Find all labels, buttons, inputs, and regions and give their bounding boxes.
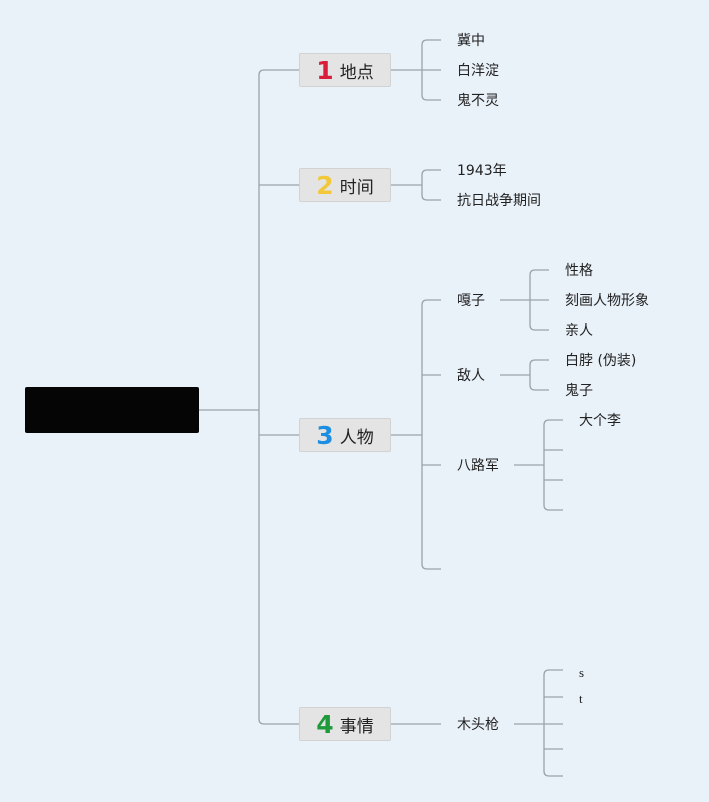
node-balujun[interactable]: 八路军: [457, 458, 499, 474]
branch-2[interactable]: 2 时间: [299, 168, 391, 202]
leaf-guizi[interactable]: 鬼子: [565, 383, 593, 399]
number-4-icon: 4: [316, 709, 334, 739]
branch-1[interactable]: 1 地点: [299, 53, 391, 87]
leaf-guibuling[interactable]: 鬼不灵: [457, 93, 499, 109]
central-topic-redacted: [25, 387, 199, 433]
number-3-icon: 3: [316, 420, 334, 450]
branch-4[interactable]: 4 事情: [299, 707, 391, 741]
number-2-icon: 2: [316, 170, 334, 200]
node-mutouqiang[interactable]: 木头枪: [457, 717, 499, 733]
branch-2-label: 时间: [339, 177, 374, 198]
leaf-t[interactable]: t: [579, 691, 583, 706]
leaf-dageli[interactable]: 大个李: [579, 413, 621, 429]
branch-3[interactable]: 3 人物: [299, 418, 391, 452]
leaf-1943[interactable]: 1943年: [457, 163, 507, 179]
node-diren[interactable]: 敌人: [457, 368, 485, 384]
leaf-qinren[interactable]: 亲人: [565, 323, 593, 339]
leaf-xingge[interactable]: 性格: [565, 263, 593, 279]
leaf-jizhong[interactable]: 冀中: [457, 33, 485, 49]
node-gazi[interactable]: 嘎子: [457, 293, 485, 309]
leaf-baibo[interactable]: 白脖 (伪装): [565, 353, 637, 369]
branch-3-label: 人物: [339, 427, 374, 448]
leaf-war-period[interactable]: 抗日战争期间: [457, 193, 541, 209]
leaf-baiyangdian[interactable]: 白洋淀: [457, 63, 499, 79]
leaf-kehua[interactable]: 刻画人物形象: [565, 293, 649, 309]
number-1-icon: 1: [316, 55, 334, 85]
branch-1-label: 地点: [339, 62, 374, 83]
branch-4-label: 事情: [339, 716, 374, 737]
leaf-s[interactable]: s: [579, 665, 585, 680]
